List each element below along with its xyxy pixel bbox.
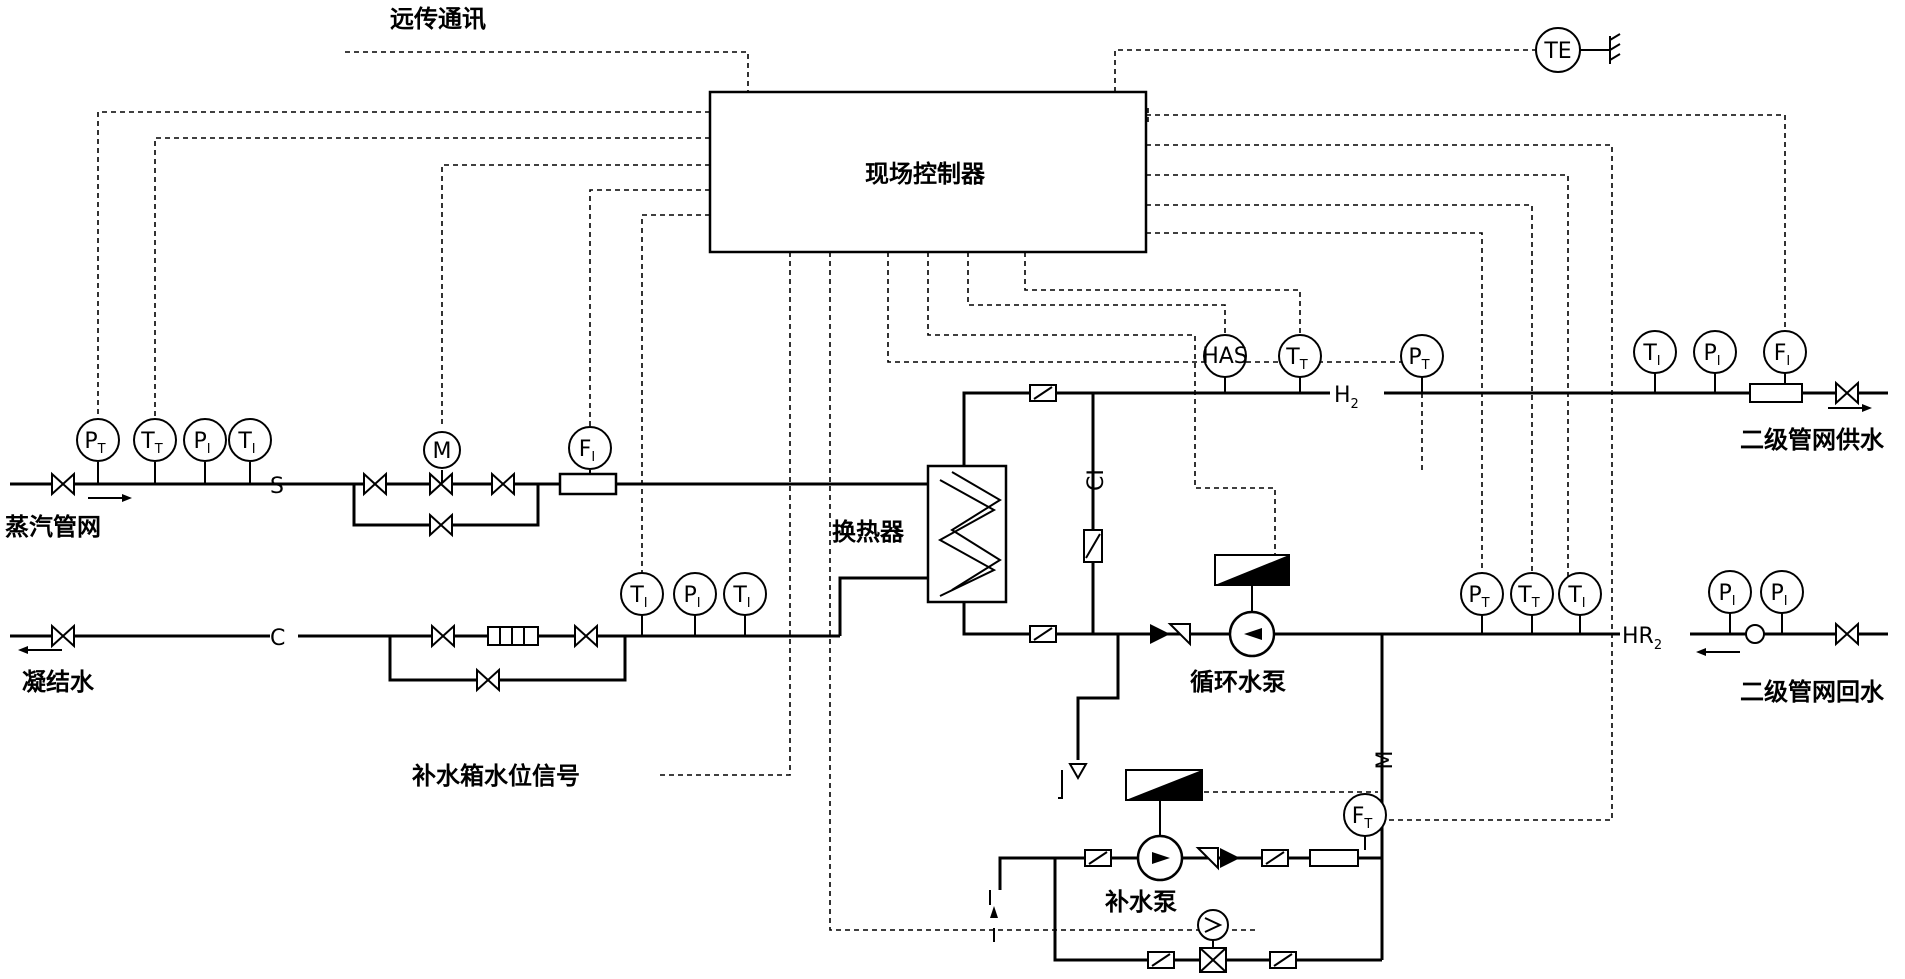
instr-ret-pt: PT (1460, 572, 1504, 616)
point-m: M (1373, 751, 1398, 770)
svg-text:PI: PI (1718, 581, 1735, 609)
point-h2: H2 (1334, 383, 1359, 412)
svg-text:PT: PT (84, 429, 105, 457)
svg-text:FI: FI (579, 437, 596, 465)
svg-text:PT: PT (1408, 345, 1429, 373)
instr-ret-tt: TT (1510, 572, 1554, 616)
instr-supply-ti: TI (1633, 330, 1677, 374)
return-pipeline (962, 602, 1888, 799)
svg-text:TI: TI (1567, 583, 1585, 611)
svg-text:TT: TT (1517, 583, 1539, 611)
heat-exchanger (926, 464, 1008, 604)
supply-label: 二级管网供水 (1740, 426, 1885, 454)
instr-cond-ti-2: TI (723, 572, 767, 616)
motor-valve-body (429, 471, 453, 497)
svg-text:PI: PI (683, 583, 700, 611)
tank-signal-label: 补水箱水位信号 (412, 762, 580, 790)
svg-text:PT: PT (1468, 583, 1489, 611)
circ-pump-label: 循环水泵 (1190, 668, 1286, 696)
makeup-pipeline (989, 634, 1384, 973)
instr-steam-fi: FI (568, 426, 612, 470)
instr-steam-pi: PI (183, 418, 227, 462)
svg-text:PI: PI (193, 429, 210, 457)
controller-box (708, 90, 1148, 254)
steam-label: 蒸汽管网 (5, 513, 101, 541)
exchanger-label: 换热器 (832, 518, 905, 546)
point-s: S (270, 474, 284, 499)
instr-motor-valve: M (423, 431, 461, 469)
instr-h2-pt: PT (1400, 334, 1444, 378)
svg-text:TI: TI (629, 583, 647, 611)
instr-h2-tt: TT (1278, 334, 1322, 378)
return-label: 二级管网回水 (1740, 678, 1885, 706)
instr-steam-tt: TT (133, 418, 177, 462)
svg-text:M: M (433, 439, 452, 464)
svg-text:FI: FI (1774, 341, 1791, 369)
instr-cond-pi: PI (673, 572, 717, 616)
steam-pipeline (10, 462, 928, 527)
instr-te: TE (1535, 27, 1581, 73)
circulation-pump (1214, 554, 1290, 658)
svg-text:PI: PI (1703, 341, 1720, 369)
svg-text:TI: TI (1642, 341, 1660, 369)
condensate-pipeline (10, 576, 928, 682)
svg-text:TI: TI (237, 429, 255, 457)
svg-text:TE: TE (1543, 39, 1571, 64)
svg-text:TI: TI (732, 583, 750, 611)
svg-text:HAS: HAS (1202, 344, 1248, 369)
point-c: C (270, 626, 285, 651)
makeup-pump-label: 补水泵 (1105, 888, 1177, 916)
point-ci: CI (1084, 469, 1109, 491)
instr-steam-ti: TI (228, 418, 272, 462)
makeup-pump (1125, 769, 1203, 882)
instr-ret-pi-1: PI (1708, 570, 1752, 614)
instr-makeup-ft: FT (1343, 793, 1387, 837)
instr-supply-fi: FI (1763, 330, 1807, 374)
instr-supply-pi: PI (1693, 330, 1737, 374)
condensate-label: 凝结水 (22, 668, 95, 696)
instr-ret-pi-2: PI (1760, 570, 1804, 614)
supply-pipeline (962, 372, 1888, 466)
instr-has: HAS (1202, 334, 1248, 378)
controller-label: 现场控制器 (865, 160, 986, 188)
te-sensor (1580, 33, 1621, 64)
bypass-branch (1083, 393, 1103, 634)
instr-cond-ti-1: TI (620, 572, 664, 616)
instr-steam-pt: PT (76, 418, 120, 462)
signal-lines (97, 49, 1786, 931)
svg-text:TT: TT (1285, 345, 1307, 373)
svg-text:PI: PI (1770, 581, 1787, 609)
condensate-valves (51, 623, 598, 693)
instr-ret-ti: TI (1558, 572, 1602, 616)
remote-comm-label: 远传通讯 (390, 5, 486, 33)
svg-text:TT: TT (140, 429, 162, 457)
svg-text:FT: FT (1352, 804, 1373, 832)
point-hr2: HR2 (1622, 624, 1662, 653)
